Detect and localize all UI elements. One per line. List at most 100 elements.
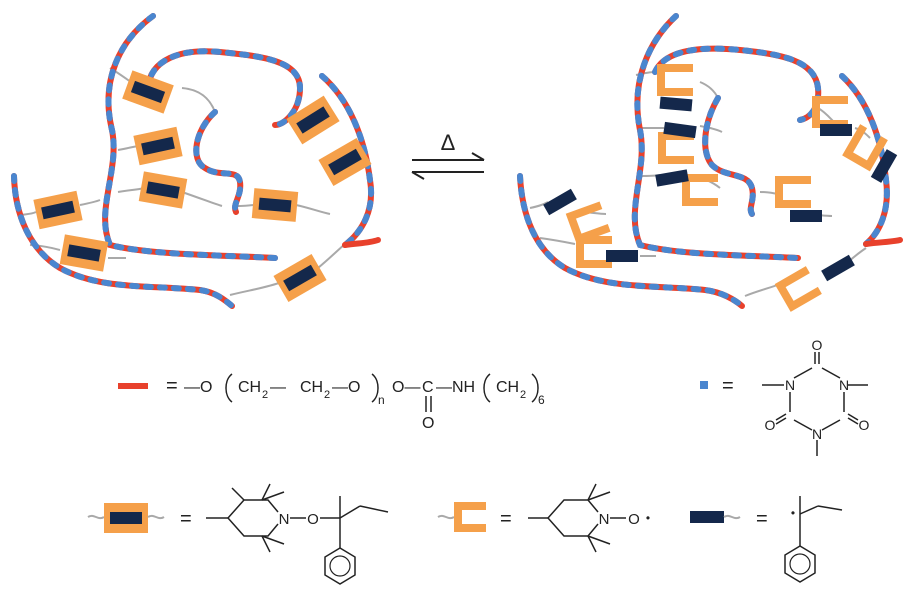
pu-text-ch2c: CH <box>496 379 519 396</box>
chain <box>145 48 304 128</box>
linker <box>317 243 346 269</box>
iso-n3: N <box>812 426 822 442</box>
nitroxide-cup <box>657 64 693 96</box>
legend-styryl: = • <box>690 496 843 583</box>
nitroxide-cup <box>775 176 811 208</box>
nitroxide-swatch <box>454 502 486 532</box>
pu-open-paren <box>225 373 233 403</box>
styryl-radical <box>790 210 822 222</box>
nitroxide-cup <box>842 124 888 172</box>
styryl-dot: • <box>791 506 795 520</box>
linker <box>699 81 719 99</box>
nitroxide-cup <box>576 236 612 268</box>
alkoxyamine-adduct <box>251 188 299 222</box>
chain <box>631 13 801 261</box>
chain <box>319 73 375 248</box>
styryl-radical <box>659 96 693 112</box>
pu-text-o-carbonyl: O <box>422 415 434 432</box>
left-network <box>11 13 381 309</box>
legend-equals: = <box>722 375 734 397</box>
chain <box>102 13 278 261</box>
legend-isocyanurate: = N N N O O O <box>700 337 870 456</box>
iso-o3: O <box>859 417 870 433</box>
iso-n2: N <box>839 377 849 393</box>
legend-equals: = <box>166 375 178 397</box>
pu-close-paren <box>371 373 379 403</box>
nitroxide-n: N <box>599 511 610 528</box>
pu-text-o1: —O <box>184 379 212 396</box>
isocyanurate-swatch <box>700 381 708 389</box>
linker <box>181 191 223 207</box>
styryl-radical <box>655 169 689 187</box>
pu-text-sub2c: 2 <box>520 389 526 401</box>
pu-text-o2: —O <box>332 379 360 396</box>
pu-text-dash: — <box>270 379 286 396</box>
pu-close-paren-2 <box>531 373 539 403</box>
alkoxyamine-adduct <box>133 126 183 166</box>
iso-n1: N <box>785 377 795 393</box>
pu-text-sub2b: 2 <box>324 389 330 401</box>
alkoxyamine-adduct <box>273 254 327 302</box>
right-network <box>517 13 903 312</box>
linker <box>529 201 549 209</box>
nitroxide-cup <box>812 96 848 128</box>
chain <box>517 173 745 309</box>
legend-equals: = <box>500 508 512 530</box>
chain <box>702 95 756 217</box>
alkoxyamine-adduct <box>138 171 188 209</box>
chain <box>652 45 822 123</box>
alkoxyamine-adduct <box>318 138 372 186</box>
pu-text-o3: O— <box>392 379 420 396</box>
styryl-radical <box>870 149 898 183</box>
styryl-radical <box>663 121 697 139</box>
styryl-swatch <box>690 511 724 523</box>
linker <box>699 125 723 133</box>
chain <box>342 237 381 248</box>
styryl-radical <box>821 254 855 282</box>
linker <box>295 204 331 215</box>
phenyl-ring <box>784 545 816 583</box>
alkoxyamine-adduct <box>33 190 83 230</box>
alkoxyamine-adduct <box>59 234 109 272</box>
alkoxy-n: N <box>279 511 290 528</box>
nitroxide-cup <box>774 266 822 312</box>
alkoxyamine-adduct <box>122 70 174 114</box>
iso-o2: O <box>765 417 776 433</box>
nitroxide-cup <box>658 132 694 164</box>
linker <box>181 87 216 113</box>
phenyl-ring <box>324 547 356 585</box>
pu-text-c: C <box>422 379 434 396</box>
delta-symbol: Δ <box>441 130 456 155</box>
alkoxyamine-adducts-left <box>33 70 372 302</box>
legend-equals: = <box>756 508 768 530</box>
styryl-radicals-right <box>543 96 898 282</box>
iso-o1: O <box>812 337 823 353</box>
pu-text-six: 6 <box>538 393 545 407</box>
linker <box>817 107 835 123</box>
pu-text-sub2a: 2 <box>262 389 268 401</box>
chain <box>193 109 244 215</box>
chain <box>11 173 235 309</box>
linker <box>79 199 101 206</box>
alkoxyamine-adduct <box>286 95 340 145</box>
legend-pu-segment: = —O CH 2 — CH 2 —O n O— C O —NH CH 2 6 <box>118 373 545 432</box>
nitroxide-dot: • <box>646 511 650 525</box>
pu-open-paren-2 <box>483 373 491 403</box>
legend-equals: = <box>180 508 192 530</box>
linker <box>539 237 576 245</box>
pu-text-ch2a: CH <box>238 379 261 396</box>
chain <box>839 73 890 247</box>
alkoxy-o: O <box>307 511 319 528</box>
equilibrium-arrows <box>411 152 485 180</box>
pu-chains-left <box>11 13 381 309</box>
linker <box>229 281 283 296</box>
pu-text-nh: —NH <box>436 379 475 396</box>
pu-text-n: n <box>378 393 385 407</box>
legend-nitroxide: = N O • <box>437 483 650 553</box>
nitroxide-cup <box>682 174 718 206</box>
nitroxide-cup <box>565 201 611 244</box>
pu-text-ch2b: CH <box>300 379 323 396</box>
nitroxides-right <box>565 64 888 312</box>
styryl-radical <box>606 250 638 262</box>
